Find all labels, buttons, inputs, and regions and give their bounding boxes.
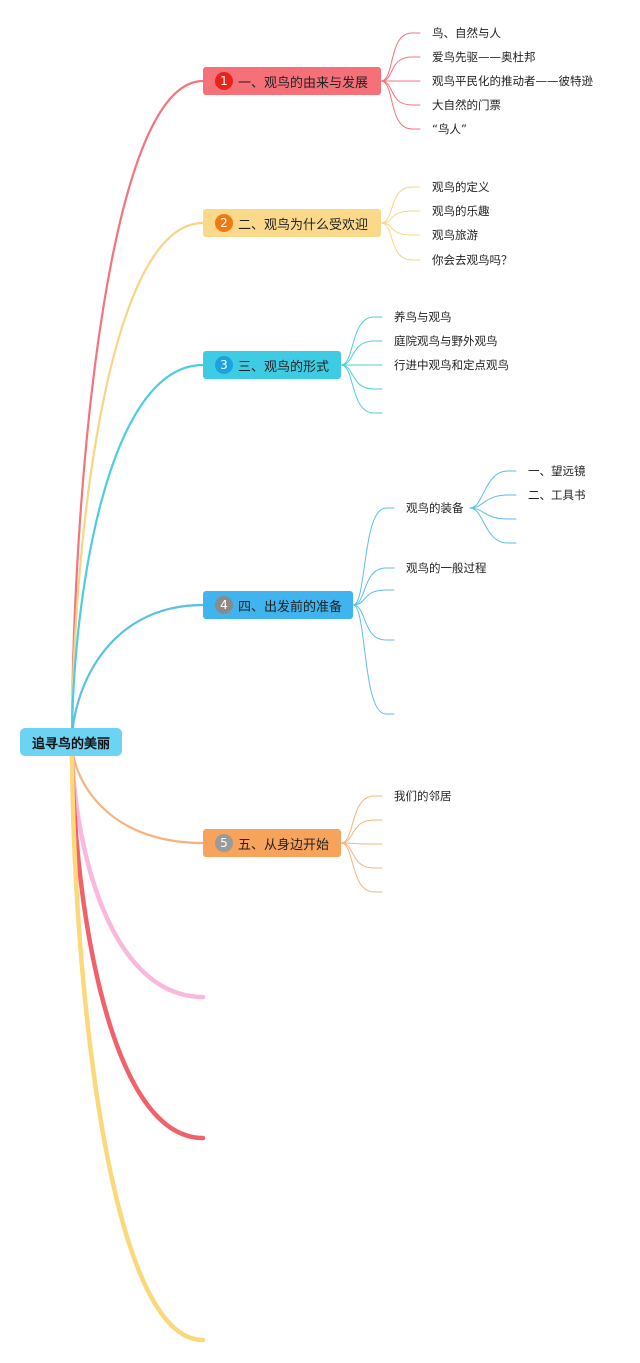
empty-branch-connector	[69, 739, 206, 1141]
sub-leaf-connector	[469, 507, 509, 544]
branch-topic-1[interactable]: 1 一、观鸟的由来与发展	[203, 67, 381, 95]
sub-leaf-connector	[469, 470, 509, 509]
number-badge-icon: 4	[215, 596, 233, 614]
branch-topic-4[interactable]: 4 四、出发前的准备	[203, 591, 353, 619]
leaf-connector	[380, 80, 413, 130]
leaf-connector	[340, 364, 375, 414]
number-badge-icon: 3	[215, 356, 233, 374]
branch-topic-5[interactable]: 5 五、从身边开始	[203, 829, 341, 857]
root-connector	[70, 740, 205, 845]
root-topic-label: 追寻鸟的美丽	[31, 736, 110, 752]
root-connector	[70, 221, 205, 744]
leaf-connector	[340, 316, 375, 366]
leaf-topic[interactable]: 养鸟与观鸟	[394, 310, 452, 324]
branch-label: 一、观鸟的由来与发展	[238, 75, 369, 91]
sub-leaf-topic[interactable]: 二、工具书	[528, 488, 586, 502]
leaf-topic[interactable]: 鸟、自然与人	[432, 26, 501, 40]
leaf-connector	[340, 340, 375, 366]
empty-branch-connector	[69, 739, 206, 1343]
branch-label: 五、从身边开始	[238, 837, 330, 853]
leaf-topic[interactable]: 观鸟的一般过程	[406, 561, 487, 575]
leaf-connector	[340, 819, 375, 844]
sub-leaf-topic[interactable]: 一、望远镜	[528, 464, 586, 478]
leaf-connector	[352, 567, 387, 606]
leaf-topic[interactable]: 观鸟平民化的推动者——彼特逊	[432, 74, 593, 88]
leaf-connector	[340, 795, 375, 844]
leaf-topic[interactable]: 你会去观鸟吗？	[432, 253, 513, 267]
number-badge-icon: 5	[215, 834, 233, 852]
leaf-connector	[352, 604, 387, 715]
sub-leaf-connector	[469, 507, 509, 520]
leaf-topic[interactable]: 观鸟的定义	[432, 180, 490, 194]
leaf-topic[interactable]: 观鸟的装备	[406, 501, 464, 515]
leaf-connector	[380, 56, 413, 82]
number-badge-icon: 1	[215, 72, 233, 90]
leaf-connector	[352, 507, 387, 606]
branch-topic-2[interactable]: 2 二、观鸟为什么受欢迎	[203, 209, 381, 237]
leaf-connector	[380, 32, 413, 82]
leaf-connector	[380, 222, 413, 261]
root-connector	[70, 603, 205, 744]
leaf-topic[interactable]: 观鸟的乐趣	[432, 204, 490, 218]
leaf-topic[interactable]: 行进中观鸟和定点观鸟	[394, 358, 509, 372]
leaf-connector	[352, 589, 387, 606]
leaf-topic[interactable]: 观鸟旅游	[432, 228, 478, 242]
leaf-connector	[380, 210, 413, 224]
branch-topic-3[interactable]: 3 三、观鸟的形式	[203, 351, 341, 379]
leaf-topic[interactable]: 爱鸟先驱——奥杜邦	[432, 50, 536, 64]
leaf-topic[interactable]: 我们的邻居	[394, 789, 452, 803]
leaf-connector	[380, 186, 413, 224]
root-topic[interactable]: 追寻鸟的美丽	[20, 728, 122, 756]
leaf-topic[interactable]: 庭院观鸟与野外观鸟	[394, 334, 498, 348]
leaf-topic[interactable]: 大自然的门票	[432, 98, 501, 112]
branch-label: 二、观鸟为什么受欢迎	[238, 217, 369, 233]
leaf-connector	[340, 842, 375, 869]
leaf-connector	[340, 842, 375, 893]
sub-leaf-connector	[469, 494, 509, 509]
number-badge-icon: 2	[215, 214, 233, 232]
leaf-connector	[340, 364, 375, 390]
leaf-connector	[380, 80, 413, 106]
leaf-topic[interactable]: “鸟人”	[432, 122, 467, 136]
leaf-connector	[352, 604, 387, 641]
branch-label: 四、出发前的准备	[238, 599, 343, 615]
root-connector	[70, 79, 205, 744]
branch-label: 三、观鸟的形式	[238, 359, 330, 375]
root-connector	[70, 363, 205, 744]
